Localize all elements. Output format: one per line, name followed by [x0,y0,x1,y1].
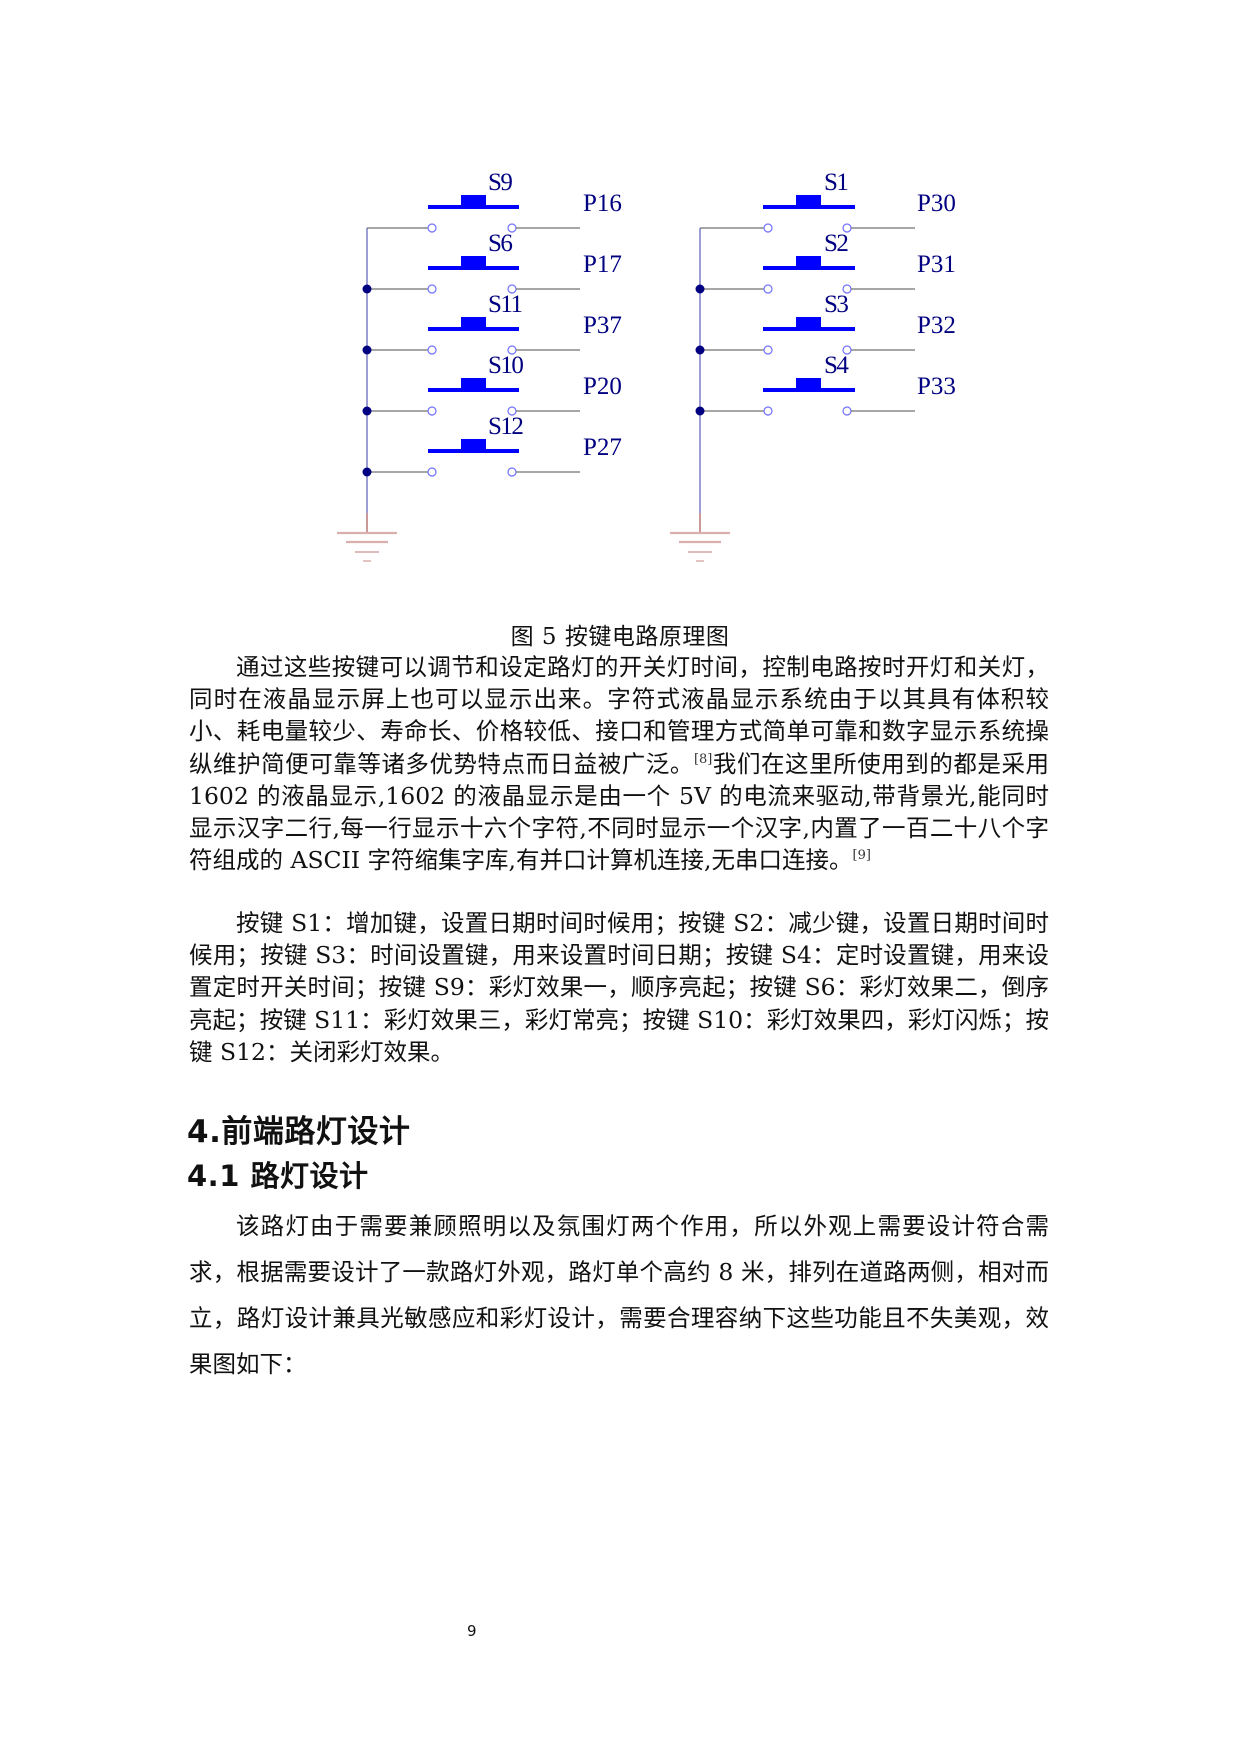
port-label: P37 [583,312,622,339]
pushbutton-cap [461,195,486,206]
paragraph-streetlight-design: 该路灯由于需要兼顾照明以及氛围灯两个作用，所以外观上需要设计符合需求，根据需要设… [189,1212,1049,1378]
junction-dot [362,284,372,294]
port-label: P20 [583,373,622,400]
switch-contact [763,345,773,355]
pushbutton-cap [461,317,486,328]
switch-contact [427,345,437,355]
pushbutton-icon [763,205,855,209]
port-label: P30 [917,190,956,217]
pushbutton-icon [428,205,519,209]
pushbutton-icon [763,327,855,331]
subsection-heading: 4.1 路灯设计 [187,1159,369,1193]
pushbutton-cap [796,256,821,267]
switch-contact [842,406,852,416]
switch-contact [507,467,517,477]
switch-label: S9 [488,169,512,196]
switch-contact [427,223,437,233]
paragraph-button-functions: 按键 S1：增加键，设置日期时间时候用；按键 S2：减少键，设置日期时间时候用；… [189,909,1049,1066]
junction-dot [362,406,372,416]
switch-label: S2 [824,230,848,257]
switch-label: S12 [488,413,523,440]
junction-dot [695,284,705,294]
port-label: P17 [583,251,622,278]
section-heading: 4.前端路灯设计 [187,1114,411,1150]
switch-label: S1 [824,169,847,196]
switch-label: S6 [488,230,512,257]
switch-contact [763,406,773,416]
pushbutton-icon [428,449,519,453]
pushbutton-cap [461,378,486,389]
port-label: P31 [917,251,956,278]
pushbutton-cap [796,195,821,206]
port-label: P32 [917,312,956,339]
port-label: P33 [917,373,956,400]
pushbutton-icon [428,388,519,392]
paragraph-lcd-description: 通过这些按键可以调节和设定路灯的开关灯时间，控制电路按时开灯和关灯，同时在液晶显… [189,651,1049,876]
pushbutton-icon [428,266,519,270]
pushbutton-cap [461,256,486,267]
junction-dot [362,467,372,477]
port-label: P16 [583,190,622,217]
port-label: P27 [583,434,622,461]
junction-dot [362,345,372,355]
paragraph-text: 通过这些按键可以调节和设定路灯的开关灯时间，控制电路按时开灯和关灯，同时在液晶显… [189,653,1049,778]
pushbutton-cap [796,378,821,389]
citation-ref: [8] [693,751,713,767]
junction-dot [695,406,705,416]
switch-contact [763,223,773,233]
switch-label: S10 [488,352,523,379]
page-number: 9 [467,1622,477,1640]
switch-label: S11 [488,291,521,318]
citation-ref: [9] [852,848,871,864]
paragraph-text: 我们在这里所使用到的都是采用 1602 的液晶显示,1602 的液晶显示是由一个… [189,749,1050,875]
pushbutton-cap [461,439,486,450]
pushbutton-icon [428,327,519,331]
pushbutton-icon [763,388,855,392]
junction-dot [695,345,705,355]
switch-contact [427,467,437,477]
switch-contact [427,284,437,294]
figure-caption: 图 5 按键电路原理图 [510,624,730,650]
pushbutton-icon [763,266,855,270]
switch-contact [427,406,437,416]
switch-contact [763,284,773,294]
switch-label: S3 [824,291,848,318]
pushbutton-cap [796,317,821,328]
switch-label: S4 [824,352,849,379]
